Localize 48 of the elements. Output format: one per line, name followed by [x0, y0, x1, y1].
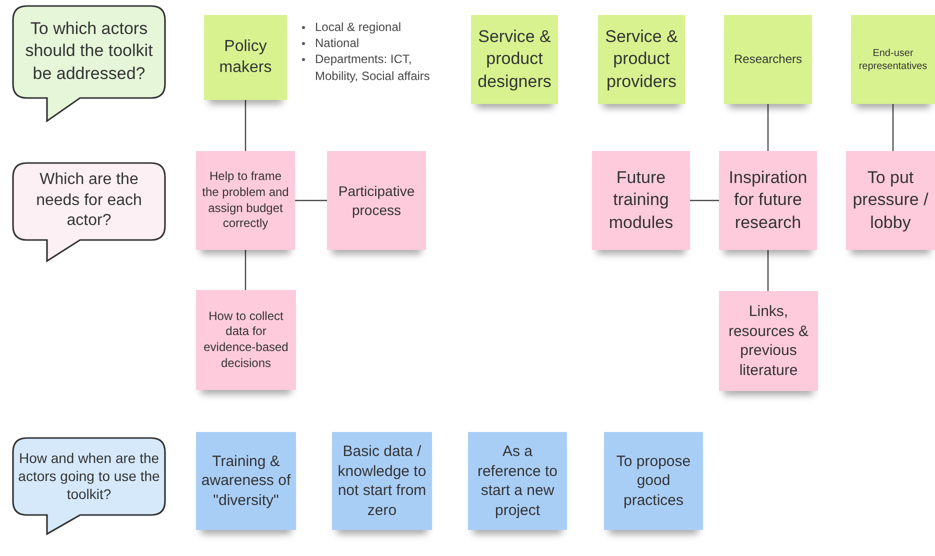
bullet-item: Departments: ICT, Mobility, Social affairs	[315, 52, 430, 83]
note-text: Links, resources & previous literature	[727, 302, 810, 380]
note-text: Researchers	[734, 52, 802, 68]
sticky-note	[468, 432, 567, 530]
note-text: Service & product providers	[604, 26, 679, 93]
sticky-note	[598, 15, 685, 104]
bullet-item: Local & regional	[315, 20, 402, 34]
sticky-note	[724, 15, 812, 104]
sticky-note	[196, 151, 295, 250]
sticky-note	[327, 151, 426, 250]
note-text: Basic data / knowledge to not start from zero	[336, 442, 428, 520]
connector-line	[767, 104, 769, 151]
sticky-note	[846, 151, 935, 250]
note-text: Training & awareness of "diversity"	[200, 452, 292, 510]
question-text: To which actors should the toolkit be addressed?	[24, 18, 154, 85]
sticky-note	[592, 151, 690, 250]
sticky-note	[471, 15, 558, 104]
question-text: How and when are the actors going to use the toolkit?	[18, 448, 160, 504]
sticky-note	[196, 432, 296, 530]
connector-line	[690, 200, 719, 202]
note-text: End-user representatives	[858, 46, 928, 72]
sticky-note	[332, 432, 432, 530]
note-text: Service & product designers	[476, 26, 552, 93]
sticky-note	[204, 15, 287, 100]
speech-bubble	[12, 162, 166, 263]
note-text: How to collect data for evidence-based decisions	[202, 308, 290, 372]
note-text: Help to frame the problem and assign budget correctly	[201, 169, 290, 232]
connector-line	[244, 250, 246, 290]
note-text: Inspiration for future research	[728, 167, 808, 234]
sticky-note	[719, 151, 817, 250]
sticky-note	[604, 432, 703, 530]
bullet-item: National	[315, 36, 360, 50]
speech-bubble	[12, 437, 166, 536]
note-text: To put pressure / lobby	[852, 167, 930, 234]
speech-bubble	[12, 5, 166, 123]
sticky-note	[851, 15, 935, 104]
question-text: Which are the needs for each actor?	[35, 170, 143, 232]
note-text: As a reference to start a new project	[476, 442, 559, 520]
note-text: Future training modules	[608, 167, 674, 234]
connector-line	[767, 250, 769, 291]
connector-line	[295, 200, 327, 202]
note-text: Participative process	[337, 182, 416, 219]
sticky-note	[719, 291, 818, 391]
note-text: Policy makers	[218, 36, 273, 78]
connector-line	[244, 100, 246, 151]
note-text: To propose good practices	[615, 452, 692, 510]
connector-line	[892, 104, 894, 151]
sticky-note	[196, 290, 296, 390]
